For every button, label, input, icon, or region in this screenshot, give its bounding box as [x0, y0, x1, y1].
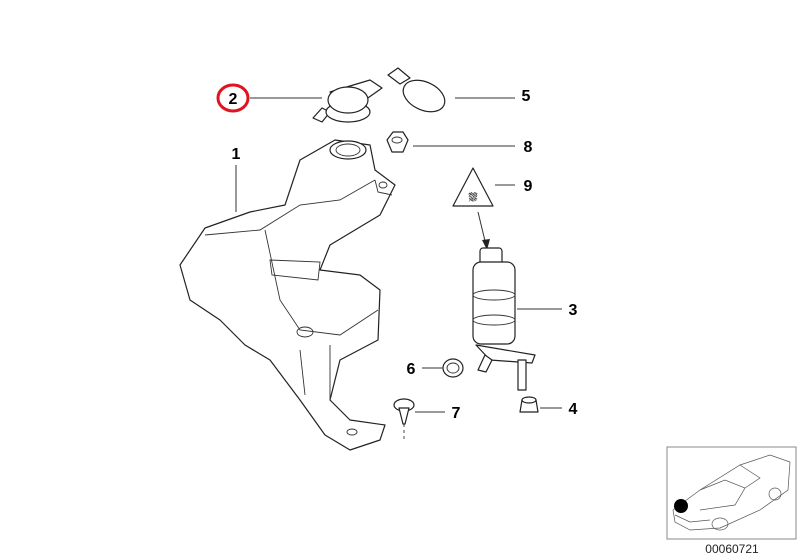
callout-6[interactable]: 6 — [407, 361, 416, 378]
callout-8[interactable]: 8 — [524, 139, 533, 156]
callout-5[interactable]: 5 — [522, 88, 531, 105]
vehicle-location-inset — [666, 446, 797, 540]
rivet-part[interactable] — [393, 398, 415, 440]
location-marker-icon — [674, 499, 688, 513]
car-outline-icon — [672, 454, 791, 531]
callout-9[interactable]: 9 — [524, 178, 533, 195]
filler-cap-part[interactable] — [312, 79, 383, 123]
leader-lines — [235, 97, 562, 413]
grommet-part[interactable] — [519, 396, 539, 413]
cover-part[interactable] — [387, 67, 450, 118]
callout-4[interactable]: 4 — [569, 401, 578, 418]
washer-pump-part[interactable] — [472, 247, 536, 391]
washer-reservoir-part[interactable] — [179, 139, 396, 451]
hose-clamp-part[interactable] — [442, 358, 464, 378]
callout-7[interactable]: 7 — [452, 405, 461, 422]
callout-3[interactable]: 3 — [569, 302, 578, 319]
nut-part[interactable] — [386, 131, 409, 153]
callout-2[interactable]: 2 — [229, 91, 238, 108]
callout-1[interactable]: 1 — [232, 146, 241, 163]
selected-callout-highlight — [216, 83, 250, 113]
diagram-reference-number: 00060721 — [705, 542, 759, 556]
svg-text:⛆: ⛆ — [468, 191, 478, 204]
warning-label-part[interactable]: ⛆ — [452, 167, 494, 250]
